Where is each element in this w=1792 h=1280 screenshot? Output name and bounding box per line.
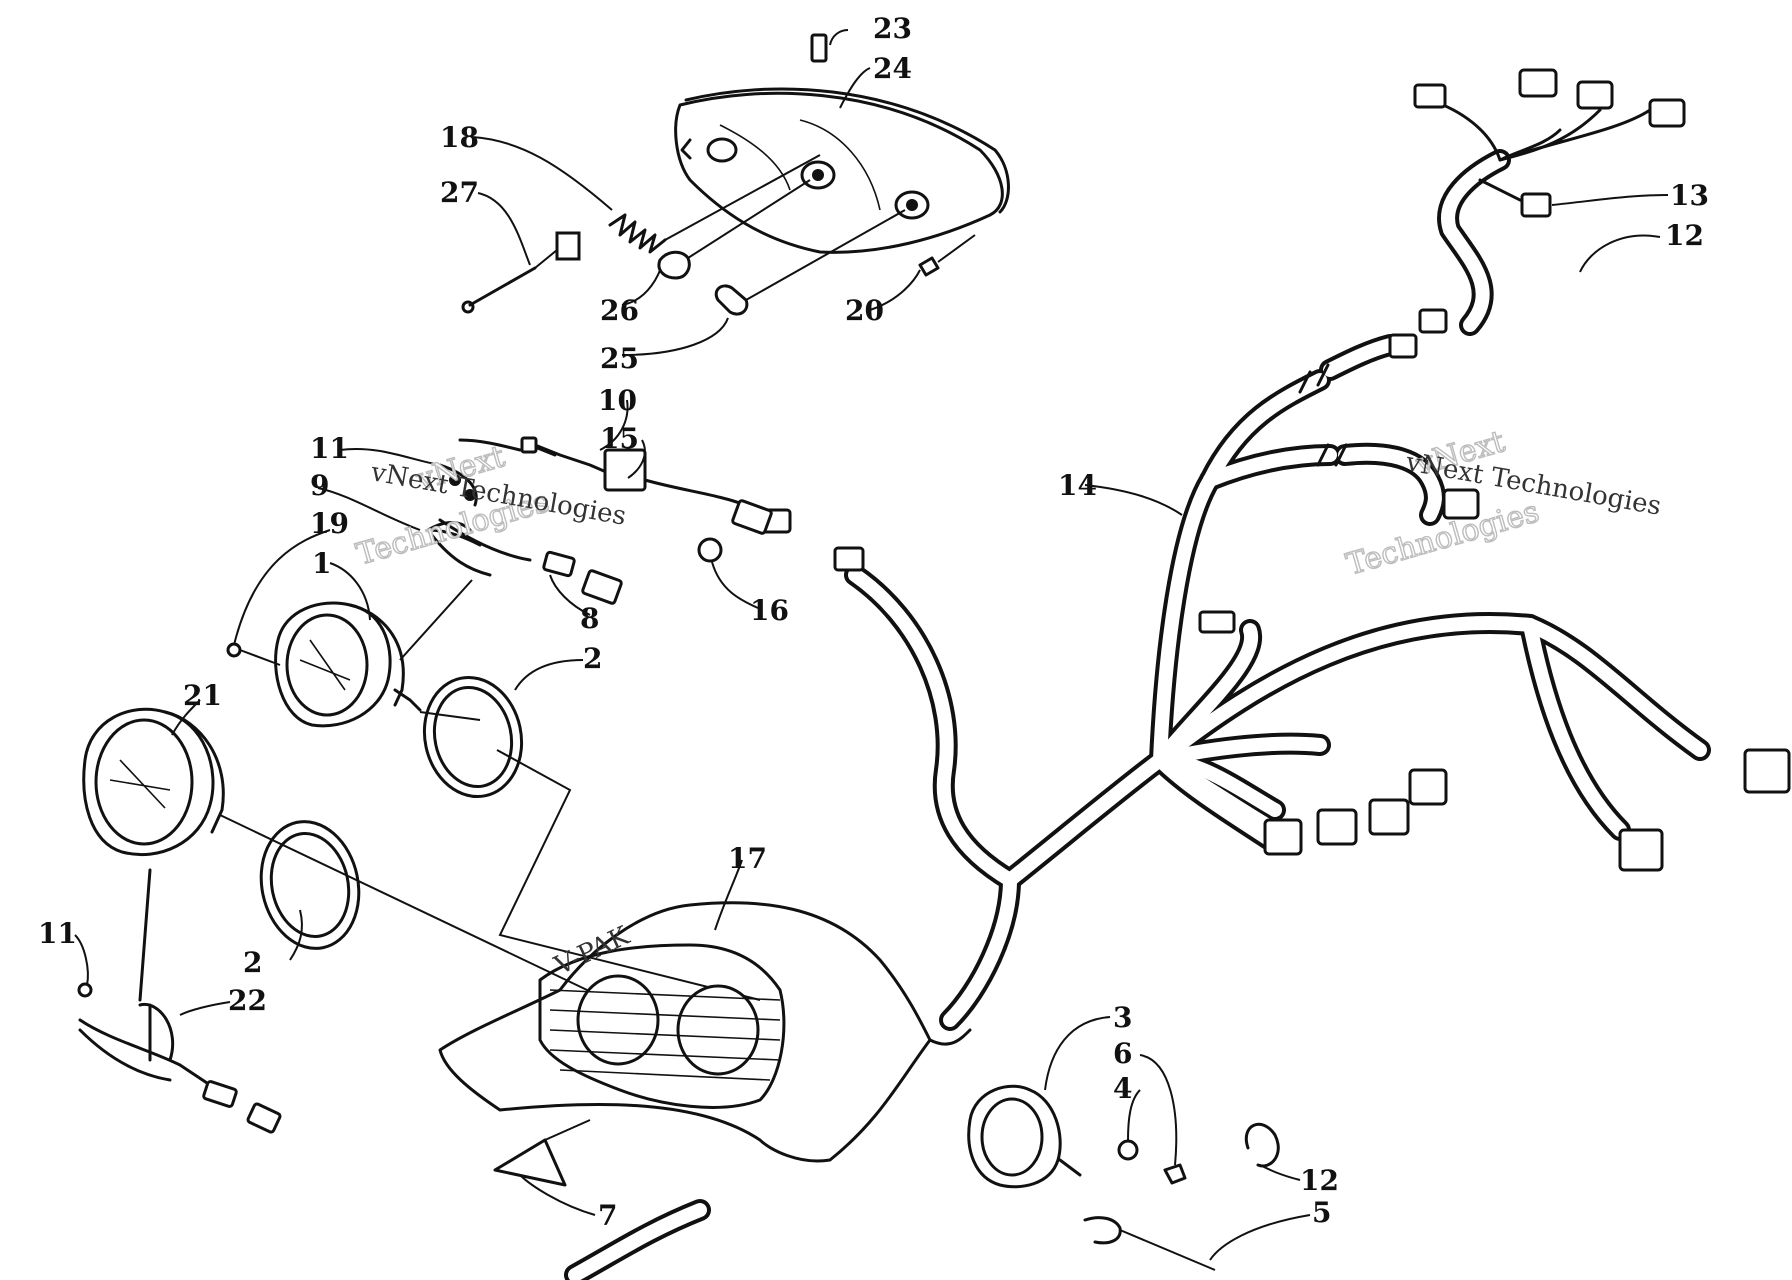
part-label-10: 10: [598, 384, 637, 417]
part-label-18: 18: [440, 121, 479, 154]
part-label-15: 15: [600, 422, 639, 455]
part-label-23: 23: [873, 12, 912, 45]
main-wire-harness: [760, 68, 1791, 1031]
indicator-lamp: [967, 1084, 1280, 1271]
part-label-19: 19: [310, 507, 349, 540]
tachometer-gauge: [274, 601, 481, 728]
part-label-27: 27: [440, 176, 479, 209]
part-label-12-top: 12: [1665, 219, 1704, 252]
part-label-14: 14: [1058, 469, 1097, 502]
part-label-11-top: 11: [310, 432, 349, 465]
watermark-left: vNext Technologies vNext Technologies: [352, 439, 628, 574]
part-label-13: 13: [1670, 179, 1709, 212]
part-label-11-bottom: 11: [38, 917, 77, 950]
part-label-20: 20: [845, 294, 884, 327]
part-label-16: 16: [750, 594, 789, 627]
part-label-26: 26: [600, 294, 639, 327]
part-label-22: 22: [228, 984, 267, 1017]
instrument-panel: V-PAK: [438, 901, 972, 1163]
part-label-25: 25: [600, 342, 639, 375]
speedometer-gauge: [82, 707, 651, 1021]
part-label-21: 21: [183, 679, 222, 712]
part-label-8: 8: [580, 602, 599, 635]
part-label-1: 1: [312, 547, 331, 580]
part-number-labels: 23 24 18 27 26 25 20 13 12 10 15 11 9 19…: [38, 12, 1709, 1232]
part-label-2-bottom: 2: [243, 946, 262, 979]
leader-lines: [74, 29, 1669, 1261]
gauge-marking: V-PAK: [549, 921, 634, 982]
part-label-7: 7: [598, 1199, 617, 1232]
part-label-9: 9: [310, 469, 329, 502]
headlight-assembly: [461, 33, 1010, 316]
part-label-5: 5: [1312, 1196, 1331, 1229]
speedo-lead-wire: [77, 868, 282, 1134]
part-label-2-top: 2: [583, 642, 602, 675]
part-label-12-bottom: 12: [1300, 1164, 1339, 1197]
gauge-sub-harness: [226, 436, 773, 666]
part-label-24: 24: [873, 52, 912, 85]
part-label-17: 17: [728, 842, 767, 875]
part-label-4: 4: [1113, 1072, 1132, 1105]
bottom-wire-and-decal: [493, 1119, 711, 1280]
part-label-6: 6: [1113, 1037, 1132, 1070]
gauge-bezel-rings: [259, 675, 761, 1001]
part-label-3: 3: [1113, 1001, 1132, 1034]
